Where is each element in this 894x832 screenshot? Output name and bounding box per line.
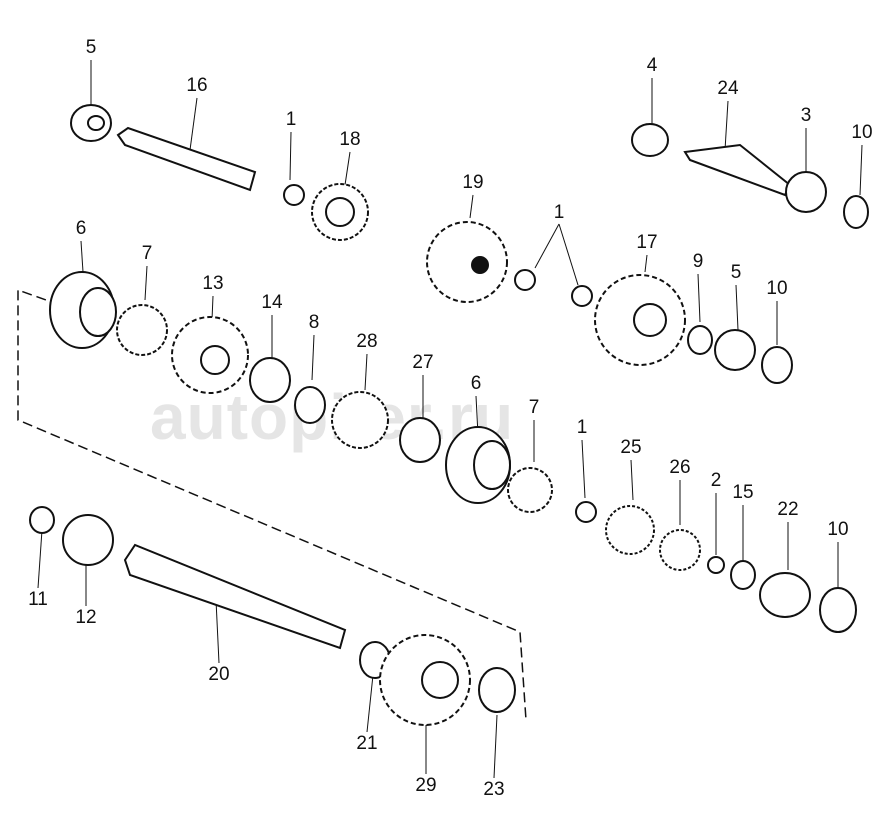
callout-7: 7 xyxy=(141,243,153,264)
callout-10: 10 xyxy=(827,519,849,540)
callout-13: 13 xyxy=(202,273,224,294)
callout-1: 1 xyxy=(553,202,565,223)
leader-lines xyxy=(37,60,863,779)
callout-6: 6 xyxy=(75,218,87,239)
callout-7: 7 xyxy=(528,397,540,418)
parts xyxy=(29,104,869,726)
callout-10: 10 xyxy=(851,122,873,143)
callout-2: 2 xyxy=(710,470,722,491)
callout-26: 26 xyxy=(669,457,691,478)
callout-23: 23 xyxy=(483,779,505,800)
callout-18: 18 xyxy=(339,129,361,150)
callout-1: 1 xyxy=(285,109,297,130)
callout-4: 4 xyxy=(646,55,658,76)
callout-12: 12 xyxy=(75,607,97,628)
callout-3: 3 xyxy=(800,105,812,126)
callout-11: 11 xyxy=(28,589,48,610)
callout-25: 25 xyxy=(620,437,642,458)
callout-9: 9 xyxy=(692,251,704,272)
callout-14: 14 xyxy=(261,292,283,313)
callout-24: 24 xyxy=(717,78,739,99)
callout-29: 29 xyxy=(415,775,437,796)
callout-10: 10 xyxy=(766,278,788,299)
callout-8: 8 xyxy=(308,312,320,333)
assembly-outline xyxy=(17,288,527,721)
callout-15: 15 xyxy=(732,482,754,503)
callout-27: 27 xyxy=(412,352,434,373)
callout-1: 1 xyxy=(576,417,588,438)
callout-16: 16 xyxy=(186,75,208,96)
callout-21: 21 xyxy=(356,733,378,754)
callout-19: 19 xyxy=(462,172,484,193)
callout-17: 17 xyxy=(636,232,658,253)
callout-6: 6 xyxy=(470,373,482,394)
callout-5: 5 xyxy=(85,37,97,58)
callout-22: 22 xyxy=(777,499,799,520)
callout-20: 20 xyxy=(208,664,230,685)
callout-28: 28 xyxy=(356,331,378,352)
callout-5: 5 xyxy=(730,262,742,283)
